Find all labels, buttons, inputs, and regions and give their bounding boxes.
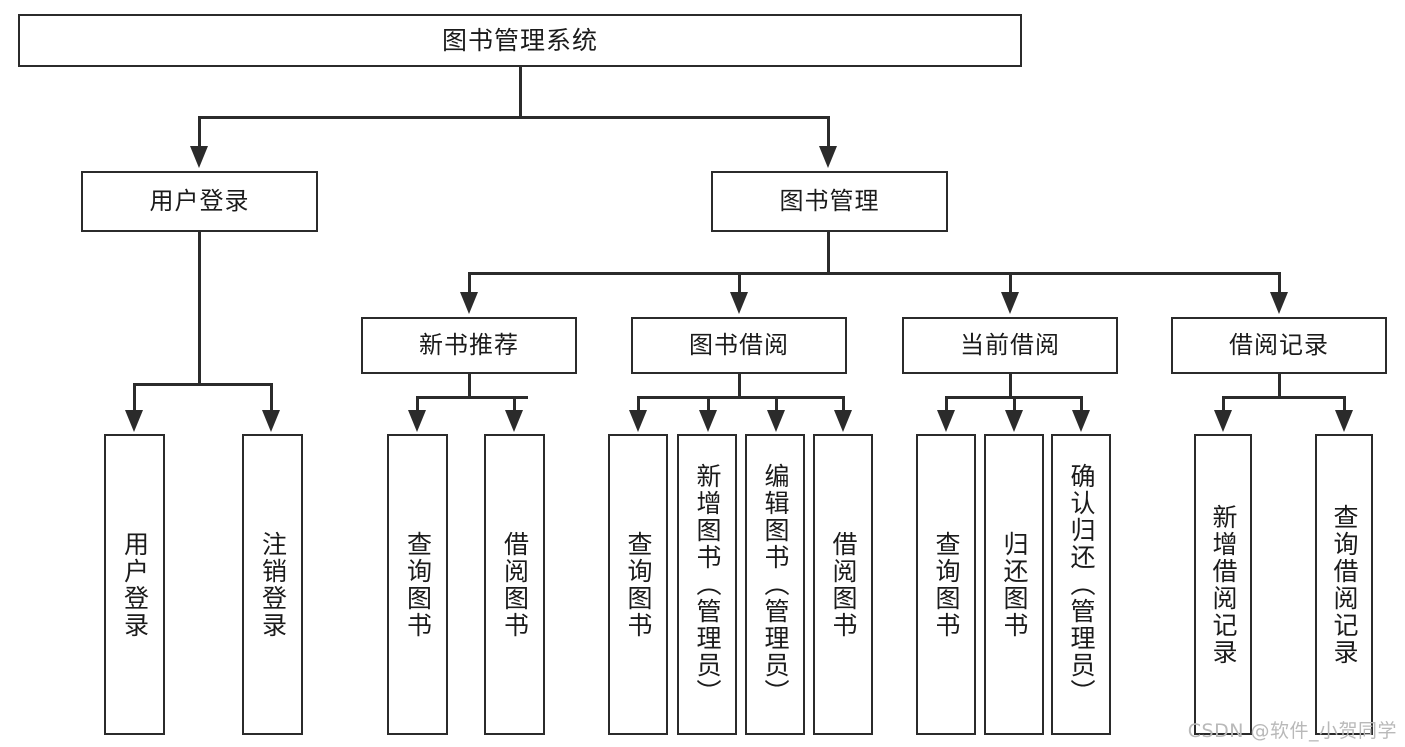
node-label: 确认归还（管理员）	[1067, 463, 1096, 706]
edge-br-to-leaf-0	[1222, 396, 1225, 412]
edge-user-login-to-leaf-1	[270, 383, 273, 412]
leaf-bb-add-book-admin[interactable]: 新增图书（管理员）	[677, 434, 737, 735]
edge-bb-to-leaf-3	[842, 396, 845, 412]
edge-root-to-user-login	[198, 116, 201, 148]
node-label: 查询借阅记录	[1330, 503, 1359, 666]
arrowhead-bb-leaf-1	[699, 410, 717, 432]
edge-user-login-bus	[133, 383, 270, 386]
arrowhead-br-leaf-1	[1335, 410, 1353, 432]
edge-nbr-bus	[416, 396, 528, 399]
node-new-book-recommend[interactable]: 新书推荐	[361, 317, 577, 374]
node-user-login[interactable]: 用户登录	[81, 171, 318, 232]
node-label: 图书管理	[779, 187, 880, 216]
node-label: 用户登录	[120, 530, 150, 639]
node-label: 借阅图书	[829, 530, 858, 639]
arrowhead-nbr-leaf-1	[505, 410, 523, 432]
node-book-borrow[interactable]: 图书借阅	[631, 317, 847, 374]
edge-br-to-leaf-1	[1343, 396, 1346, 412]
node-current-borrow[interactable]: 当前借阅	[902, 317, 1118, 374]
node-label: 借阅记录	[1229, 331, 1329, 360]
edge-bm-to-borrow-record	[1278, 272, 1281, 294]
edge-root-to-book-management	[827, 116, 830, 148]
edge-root-bus	[198, 116, 830, 119]
node-label: 编辑图书（管理员）	[761, 463, 790, 706]
edge-bb-to-leaf-1	[707, 396, 710, 412]
node-label: 查询图书	[624, 530, 653, 639]
edge-user-login-trunk	[198, 232, 201, 385]
edge-bb-bus	[637, 396, 844, 399]
edge-br-trunk	[1278, 374, 1281, 398]
edge-br-bus	[1222, 396, 1346, 399]
node-label: 查询图书	[403, 530, 433, 639]
arrowhead-nbr-leaf-0	[408, 410, 426, 432]
arrowhead-book-borrow	[730, 292, 748, 314]
leaf-cb-query-book[interactable]: 查询图书	[916, 434, 976, 735]
arrowhead-user-login	[190, 146, 208, 168]
node-root-book-management-system[interactable]: 图书管理系统	[18, 14, 1022, 67]
leaf-cb-confirm-return-admin[interactable]: 确认归还（管理员）	[1051, 434, 1111, 735]
edge-cb-to-leaf-1	[1013, 396, 1016, 412]
arrowhead-br-leaf-0	[1214, 410, 1232, 432]
edge-cb-trunk	[1009, 374, 1012, 398]
node-label: 注销登录	[258, 530, 288, 639]
node-label: 借阅图书	[500, 530, 530, 639]
arrowhead-bb-leaf-3	[834, 410, 852, 432]
edge-nbr-trunk	[468, 374, 471, 398]
arrowhead-new-book-recommend	[460, 292, 478, 314]
node-label: 新增图书（管理员）	[693, 463, 722, 706]
node-label: 图书管理系统	[441, 25, 598, 55]
edge-book-management-bus	[468, 272, 1280, 275]
node-label: 查询图书	[932, 530, 961, 639]
node-label: 当前借阅	[960, 331, 1060, 360]
node-borrow-record[interactable]: 借阅记录	[1171, 317, 1387, 374]
edge-book-management-trunk	[827, 232, 830, 274]
arrowhead-bb-leaf-0	[629, 410, 647, 432]
leaf-user-login[interactable]: 用户登录	[104, 434, 165, 735]
edge-cb-to-leaf-2	[1080, 396, 1083, 412]
edge-root-trunk	[519, 67, 522, 117]
edge-nbr-to-leaf-1	[513, 396, 516, 412]
leaf-cb-return-book[interactable]: 归还图书	[984, 434, 1044, 735]
leaf-bb-borrow-book[interactable]: 借阅图书	[813, 434, 873, 735]
edge-nbr-to-leaf-0	[416, 396, 419, 412]
arrowhead-cb-leaf-1	[1005, 410, 1023, 432]
arrowhead-bb-leaf-2	[767, 410, 785, 432]
arrowhead-cb-leaf-0	[937, 410, 955, 432]
arrowhead-leaf-logout	[262, 410, 280, 432]
leaf-br-add-record[interactable]: 新增借阅记录	[1194, 434, 1252, 735]
node-label: 用户登录	[149, 187, 250, 216]
node-label: 新增借阅记录	[1209, 503, 1238, 666]
edge-cb-to-leaf-0	[945, 396, 948, 412]
edge-bb-trunk	[738, 374, 741, 398]
arrowhead-leaf-user-login	[125, 410, 143, 432]
edge-user-login-to-leaf-0	[133, 383, 136, 412]
edge-bm-to-new-book	[468, 272, 471, 294]
edge-bb-to-leaf-2	[775, 396, 778, 412]
arrowhead-current-borrow	[1001, 292, 1019, 314]
node-book-management[interactable]: 图书管理	[711, 171, 948, 232]
leaf-nbr-query-book[interactable]: 查询图书	[387, 434, 448, 735]
edge-bb-to-leaf-0	[637, 396, 640, 412]
leaf-bb-edit-book-admin[interactable]: 编辑图书（管理员）	[745, 434, 805, 735]
node-label: 新书推荐	[419, 331, 519, 360]
leaf-bb-query-book[interactable]: 查询图书	[608, 434, 668, 735]
arrowhead-cb-leaf-2	[1072, 410, 1090, 432]
node-label: 图书借阅	[689, 331, 789, 360]
leaf-logout[interactable]: 注销登录	[242, 434, 303, 735]
arrowhead-book-management	[819, 146, 837, 168]
edge-bm-to-current-borrow	[1009, 272, 1012, 294]
node-label: 归还图书	[1000, 530, 1029, 639]
edge-bm-to-book-borrow	[738, 272, 741, 294]
leaf-br-query-record[interactable]: 查询借阅记录	[1315, 434, 1373, 735]
leaf-nbr-borrow-book[interactable]: 借阅图书	[484, 434, 545, 735]
arrowhead-borrow-record	[1270, 292, 1288, 314]
